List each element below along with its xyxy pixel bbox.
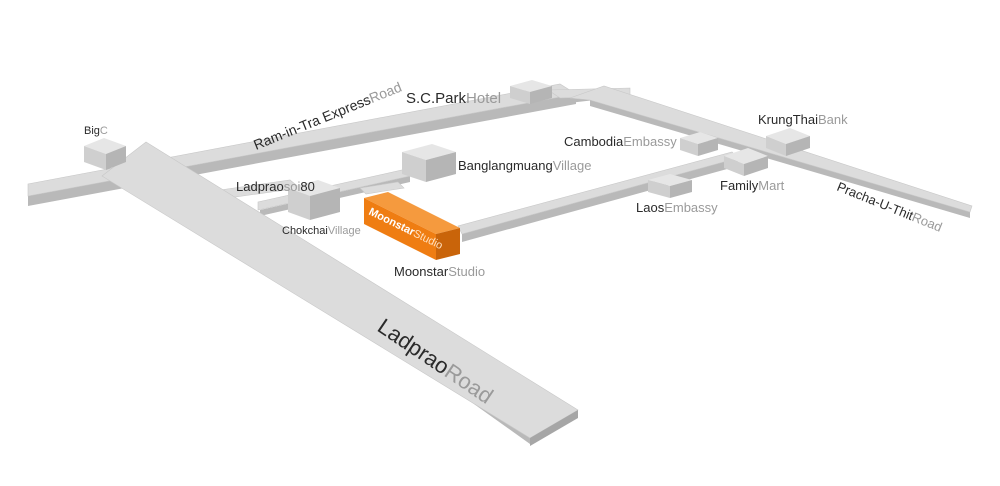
- chokchai-label: ChokchaiVillage: [282, 225, 361, 237]
- familymart-label: FamilyMart: [720, 178, 785, 193]
- sc-park-block: [510, 80, 552, 104]
- moonstar-building[interactable]: MoonstarStudio: [364, 192, 460, 260]
- moonstar-label: MoonstarStudio: [394, 264, 485, 279]
- ladprao-road: [101, 141, 579, 446]
- banglangmuang-label: BanglangmuangVillage: [458, 158, 592, 173]
- laos-label: LaosEmbassy: [636, 200, 718, 215]
- sc-park-label: S.C.ParkHotel: [406, 90, 501, 107]
- cambodia-block: [680, 132, 718, 156]
- village-street: [359, 181, 405, 195]
- banglangmuang-block: [402, 144, 456, 182]
- laos-block: [648, 174, 692, 198]
- bigc-label: BigC: [84, 125, 108, 137]
- pracha-u-thit-road: [569, 85, 973, 218]
- familymart-block: [724, 148, 768, 176]
- chokchai-block: [288, 180, 340, 220]
- ladprao-soi80-label: Ladpraosoi80: [236, 179, 315, 194]
- bigc-block: [84, 138, 126, 170]
- cambodia-label: CambodiaEmbassy: [564, 134, 677, 149]
- krungthai-block: [766, 128, 810, 156]
- krungthai-label: KrungThaiBank: [758, 112, 848, 127]
